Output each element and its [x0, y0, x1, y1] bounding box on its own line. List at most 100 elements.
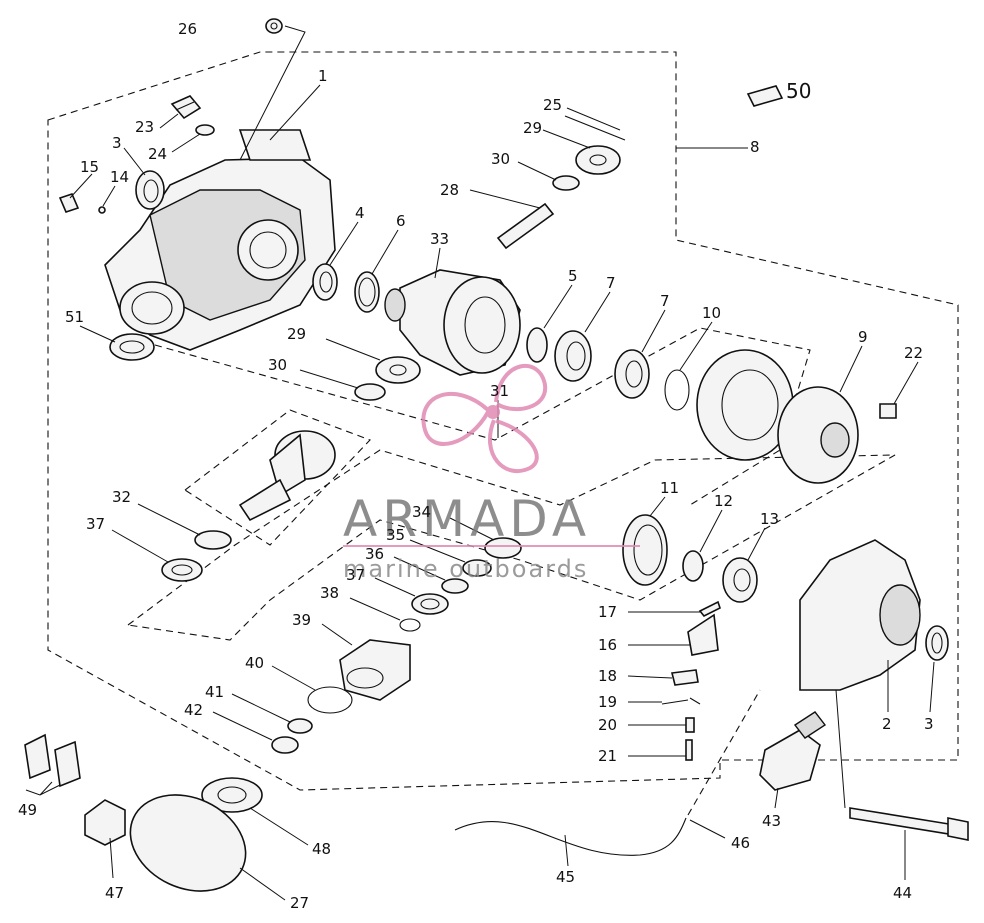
callout-38: 38	[320, 584, 339, 602]
nut-26	[265, 18, 283, 34]
gear-29-lower	[375, 356, 421, 384]
callout-32: 32	[112, 488, 131, 506]
watermark-tagline: marine outboards	[343, 555, 588, 583]
callout-26: 26	[178, 20, 197, 38]
pinion-subassembly-boundary	[184, 409, 371, 546]
gear-29-upper	[575, 145, 621, 175]
bolt-15	[58, 193, 80, 213]
callout-7-a: 7	[606, 274, 616, 292]
callout-37-left: 37	[86, 515, 105, 533]
callout-41: 41	[205, 683, 224, 701]
callout-21: 21	[598, 747, 617, 765]
spring-17	[698, 600, 721, 618]
callout-3-left: 3	[112, 134, 122, 152]
bearing-7-a	[554, 330, 592, 382]
callout-34: 34	[412, 503, 431, 521]
bearing-37-left	[161, 558, 203, 582]
snap-ring-40	[307, 686, 353, 714]
shim-36	[441, 578, 469, 594]
pin-19	[661, 697, 701, 705]
seal-3-right	[925, 625, 949, 661]
callout-15: 15	[80, 158, 99, 176]
bearing-13	[722, 557, 758, 603]
callout-30-upper: 30	[491, 150, 510, 168]
callout-30-lower: 30	[268, 356, 287, 374]
cable-45	[454, 817, 687, 856]
propeller-logo	[421, 363, 548, 474]
callout-43: 43	[762, 812, 781, 830]
callout-labels: 26 1 23 24 3 15 14 51 4 6 33 29 30 28 25…	[18, 20, 934, 912]
shaft-28	[496, 202, 555, 250]
o-ring-10	[664, 369, 690, 411]
callout-11: 11	[660, 479, 679, 497]
callout-12: 12	[714, 492, 733, 510]
bearing-cup-34	[484, 537, 522, 559]
bolt-44	[849, 807, 969, 841]
callout-23: 23	[135, 118, 154, 136]
housing-part-2	[799, 539, 921, 691]
callout-8: 8	[750, 138, 760, 156]
pin-21	[685, 739, 693, 761]
callout-22: 22	[904, 344, 923, 362]
clip-50	[746, 85, 784, 107]
callout-7-b: 7	[660, 292, 670, 310]
brake-pads-49	[24, 733, 81, 788]
washer-41	[287, 718, 313, 734]
callout-35: 35	[386, 526, 405, 544]
bolt-22	[879, 403, 897, 419]
bearing-48	[201, 777, 263, 813]
pin-20	[685, 717, 695, 733]
callout-29-upper: 29	[523, 119, 542, 137]
lever-16	[687, 613, 719, 656]
callout-25: 25	[543, 96, 562, 114]
oil-plug-23	[170, 95, 202, 120]
callout-14: 14	[110, 168, 129, 186]
bearing-37-center	[411, 593, 449, 615]
link-18	[671, 669, 699, 686]
bearing-cup-11	[622, 514, 668, 586]
bearing-4	[312, 263, 338, 301]
shaft-subassembly-boundary	[126, 449, 896, 641]
callout-33: 33	[430, 230, 449, 248]
nut-42	[271, 736, 299, 754]
callout-3-right: 3	[924, 715, 934, 733]
callout-31: 31	[490, 382, 509, 400]
callout-19: 19	[598, 693, 617, 711]
pinion-gear	[238, 430, 336, 522]
gear-subassembly-boundary	[154, 327, 811, 506]
seal-housing-39	[339, 639, 411, 701]
callout-4: 4	[355, 204, 365, 222]
callout-10: 10	[702, 304, 721, 322]
callout-17: 17	[598, 603, 617, 621]
cover-9	[777, 386, 859, 484]
pin-25	[564, 115, 626, 141]
motor-43	[759, 711, 827, 791]
washer-30-upper	[552, 175, 580, 191]
callout-24: 24	[148, 145, 167, 163]
ring-gear	[696, 349, 794, 461]
ring-35	[462, 559, 492, 577]
brand-watermark: ARMADA marine outboards	[343, 363, 640, 583]
watermark-brand: ARMADA	[343, 490, 591, 548]
callout-5: 5	[568, 267, 578, 285]
callout-40: 40	[245, 654, 264, 672]
disc-27	[129, 794, 247, 892]
callout-2: 2	[882, 715, 892, 733]
washer-24	[195, 124, 215, 136]
shim-6	[354, 271, 380, 313]
callout-27: 27	[290, 894, 309, 912]
shim-5	[526, 327, 548, 363]
callout-48: 48	[312, 840, 331, 858]
callout-45: 45	[556, 868, 575, 886]
callout-6: 6	[396, 212, 406, 230]
main-assembly-boundary	[47, 51, 959, 791]
washer-14	[98, 206, 106, 214]
carrier-33	[384, 269, 521, 376]
callout-1: 1	[318, 67, 328, 85]
bearing-7-b	[614, 349, 650, 399]
seal-51	[109, 333, 155, 361]
callout-28: 28	[440, 181, 459, 199]
callout-37-center: 37	[346, 566, 365, 584]
callout-44: 44	[893, 884, 912, 902]
